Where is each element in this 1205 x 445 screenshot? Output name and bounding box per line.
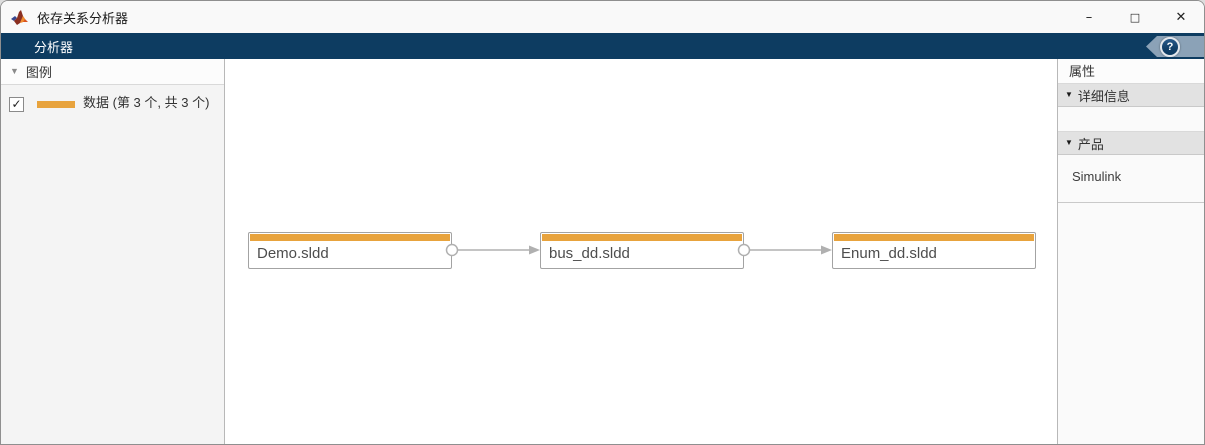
properties-panel: 属性 ▼ 详细信息 ▼ 产品 Simulink xyxy=(1058,59,1204,444)
section-products-title: 产品 xyxy=(1077,136,1104,152)
node-accent-bar xyxy=(542,234,742,241)
window-controls: – □ ✕ xyxy=(1066,1,1204,33)
close-button[interactable]: ✕ xyxy=(1158,1,1204,33)
maximize-button[interactable]: □ xyxy=(1112,1,1158,33)
window-title: 依存关系分析器 xyxy=(37,10,129,26)
question-icon: ? xyxy=(1160,36,1180,57)
help-button[interactable]: ? xyxy=(1146,36,1204,57)
content-area: ▼ 图例 ✓ 数据 (第 3 个, 共 3 个) Demo.sldd xyxy=(1,59,1204,444)
node-accent-bar xyxy=(834,234,1034,241)
node-label: Demo.sldd xyxy=(257,245,329,262)
section-products[interactable]: ▼ 产品 xyxy=(1058,132,1204,155)
product-value: Simulink xyxy=(1058,155,1204,203)
chevron-down-icon: ▼ xyxy=(1065,90,1073,99)
legend-item-label: 数据 (第 3 个, 共 3 个) xyxy=(83,95,210,110)
tab-analyzer[interactable]: 分析器 xyxy=(34,39,74,55)
node-bus-dd-sldd[interactable]: bus_dd.sldd xyxy=(540,232,744,269)
minimize-button[interactable]: – xyxy=(1066,1,1112,33)
checkmark-icon: ✓ xyxy=(11,97,22,111)
node-demo-sldd[interactable]: Demo.sldd xyxy=(248,232,452,269)
properties-header: 属性 xyxy=(1058,59,1204,84)
legend-sidebar: ▼ 图例 ✓ 数据 (第 3 个, 共 3 个) xyxy=(1,59,225,444)
chevron-down-icon: ▼ xyxy=(10,66,19,76)
graph-canvas[interactable]: Demo.sldd bus_dd.sldd Enum_dd.sldd xyxy=(225,59,1058,444)
legend-checkbox[interactable]: ✓ xyxy=(9,97,24,112)
section-details[interactable]: ▼ 详细信息 xyxy=(1058,84,1204,107)
node-label: bus_dd.sldd xyxy=(549,245,630,262)
legend-header[interactable]: ▼ 图例 xyxy=(1,59,224,85)
legend-color-swatch xyxy=(37,101,75,108)
legend-item-data: ✓ 数据 (第 3 个, 共 3 个) xyxy=(1,85,224,112)
section-details-body xyxy=(1058,107,1204,132)
edge-demo-to-bus xyxy=(445,243,540,257)
node-label: Enum_dd.sldd xyxy=(841,245,937,262)
edge-bus-to-enum xyxy=(737,243,832,257)
matlab-logo-icon xyxy=(11,9,28,25)
chevron-down-icon: ▼ xyxy=(1065,138,1073,147)
section-details-title: 详细信息 xyxy=(1077,88,1130,104)
toolstrip: 分析器 ? xyxy=(1,33,1204,59)
legend-title: 图例 xyxy=(25,65,52,80)
title-bar: 依存关系分析器 – □ ✕ xyxy=(1,1,1204,33)
node-enum-dd-sldd[interactable]: Enum_dd.sldd xyxy=(832,232,1036,269)
node-accent-bar xyxy=(250,234,450,241)
